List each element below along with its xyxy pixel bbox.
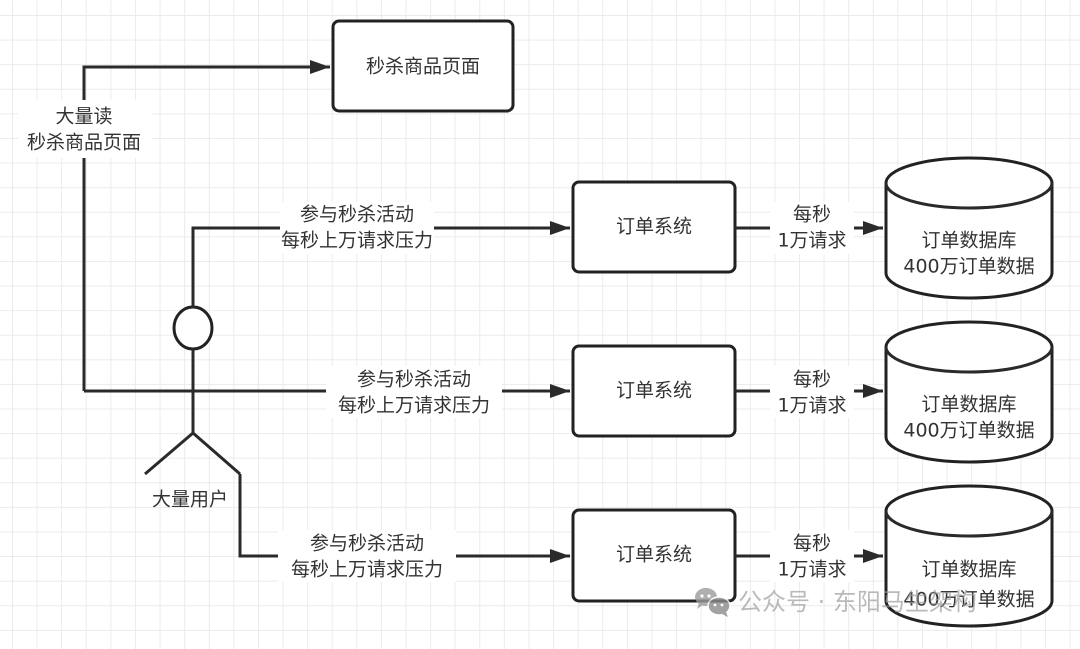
product-page-box-label: 秒杀商品页面 xyxy=(366,56,480,78)
flow-1-database-label-line2: 400万订单数据 xyxy=(903,256,1034,278)
flow-2-database-label-line2: 400万订单数据 xyxy=(903,420,1034,442)
flow-1-database-top-rim xyxy=(884,182,1054,210)
flow-3-database[interactable]: 订单数据库 400万订单数据 xyxy=(884,484,1054,628)
read-edge: 大量读 秒杀商品页面 xyxy=(18,60,330,391)
flow-2: 参与秒杀活动 每秒上万请求压力 订单系统 每秒 1万请求 订单数据库 400万订… xyxy=(84,320,1054,464)
flow-3-database-label-line2: 400万订单数据 xyxy=(903,589,1034,611)
flow-3-edge-line xyxy=(238,474,570,563)
wechat-icon xyxy=(695,588,731,617)
flow-3-order-system-label: 订单系统 xyxy=(616,544,692,566)
flow-1-db-edge-label-line1: 每秒 xyxy=(793,204,831,226)
product-page-box[interactable]: 秒杀商品页面 xyxy=(331,19,515,113)
product-page-box-shape[interactable] xyxy=(331,19,515,113)
actor-label: 大量用户 xyxy=(152,489,228,511)
flow-2-edge-label-line1: 参与秒杀活动 xyxy=(357,369,471,391)
flow-3-database-body xyxy=(884,484,1054,628)
flow-1-database-label-line1: 订单数据库 xyxy=(921,230,1016,252)
flow-1-db-edge-label-bg xyxy=(770,202,854,254)
flow-1-order-system-label: 订单系统 xyxy=(616,216,692,238)
flow-2-database-label-line1: 订单数据库 xyxy=(921,394,1016,416)
watermark: 公众号 · 东阳马生架构 xyxy=(695,588,977,617)
flow-3-edge-label-line2: 每秒上万请求压力 xyxy=(291,559,443,581)
flow-3-db-edge-label-bg xyxy=(770,530,854,582)
read-edge-label-line2: 秒杀商品页面 xyxy=(27,132,141,154)
flow-3-db-edge-label-line2: 1万请求 xyxy=(777,559,846,581)
flow-3-database-top-rim xyxy=(884,510,1054,538)
flow-1-database-body xyxy=(884,156,1054,300)
watermark-text: 公众号 · 东阳马生架构 xyxy=(738,588,977,616)
flow-2-db-edge-label-line2: 1万请求 xyxy=(777,395,846,417)
flow-1-edge-label-line1: 参与秒杀活动 xyxy=(300,204,414,226)
flow-3-edge-label-bg xyxy=(278,530,456,582)
flow-1: 参与秒杀活动 每秒上万请求压力 订单系统 每秒 1万请求 订单数据库 400万订… xyxy=(191,156,1054,308)
flow-1-edge-line xyxy=(191,221,570,308)
flow-2-database[interactable]: 订单数据库 400万订单数据 xyxy=(884,320,1054,464)
flow-1-db-edge-label-line2: 1万请求 xyxy=(777,230,846,252)
flow-3-database-label-line1: 订单数据库 xyxy=(921,559,1016,581)
flow-2-db-edge-label-bg xyxy=(770,366,854,418)
flow-1-edge-label-bg xyxy=(280,202,434,254)
read-edge-label-line1: 大量读 xyxy=(55,106,112,128)
flow-2-order-system-label: 订单系统 xyxy=(616,380,692,402)
flow-2-edge-label-bg xyxy=(326,366,502,418)
flow-1-database[interactable]: 订单数据库 400万订单数据 xyxy=(884,156,1054,300)
actor-left-leg xyxy=(144,431,194,476)
read-edge-label-bg xyxy=(18,100,152,158)
flow-3-db-edge-label-line1: 每秒 xyxy=(793,533,831,555)
flow-3-edge-label-line1: 参与秒杀活动 xyxy=(310,533,424,555)
flow-2-database-top-rim xyxy=(884,346,1054,374)
read-edge-line xyxy=(82,60,330,391)
flow-3: 参与秒杀活动 每秒上万请求压力 订单系统 每秒 1万请求 订单数据库 400万订… xyxy=(238,474,1054,628)
flow-2-database-body xyxy=(884,320,1054,464)
actor-right-leg xyxy=(192,431,241,476)
flow-1-edge-label-line2: 每秒上万请求压力 xyxy=(281,230,433,252)
actor-head xyxy=(172,305,214,351)
flow-2-db-edge-label-line1: 每秒 xyxy=(793,369,831,391)
flow-2-edge-label-line2: 每秒上万请求压力 xyxy=(338,395,490,417)
